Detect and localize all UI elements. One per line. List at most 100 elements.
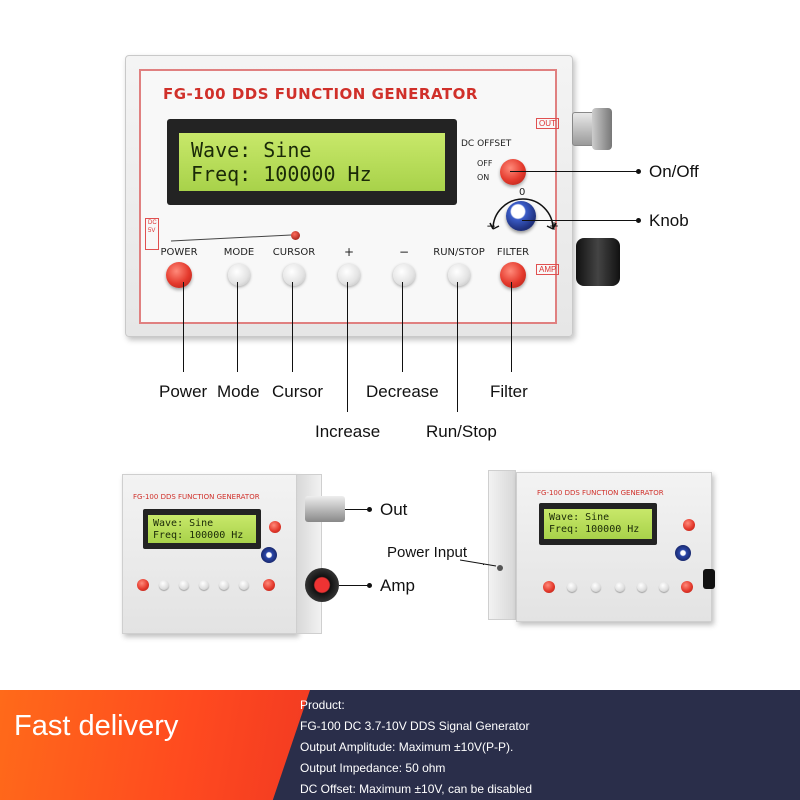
filter-callout-line xyxy=(511,282,512,372)
callout-out: Out xyxy=(380,500,408,519)
increase-callout-line xyxy=(347,282,348,412)
mini-left-lcd: Wave: Sine Freq: 100000 Hz xyxy=(143,509,261,549)
mini-left-btn xyxy=(219,580,229,590)
mini-left-lcd-line2: Freq: 100000 Hz xyxy=(153,530,244,541)
mode-button[interactable] xyxy=(228,264,250,286)
power-led xyxy=(291,231,300,240)
mini-right-lcd-line2: Freq: 100000 Hz xyxy=(549,524,640,535)
button-label-filter: FILTER xyxy=(496,247,530,258)
dc-input-tag: DC 5V xyxy=(145,218,159,250)
dc-offset-label: DC OFFSET xyxy=(461,139,512,149)
mini-left-btn xyxy=(159,580,169,590)
bottom-banner: Fast delivery Product: FG-100 DC 3.7-10V… xyxy=(0,690,800,800)
mini-amp-connector xyxy=(305,568,339,602)
function-generator-main: FG-100 DDS FUNCTION GENERATOR Wave: Sine… xyxy=(125,55,573,337)
mini-right-btn xyxy=(637,582,647,592)
callout-cursor: Cursor xyxy=(272,382,324,401)
mini-right-power xyxy=(543,581,555,593)
power-input-jack xyxy=(497,565,503,571)
spec-line: DC Offset: Maximum ±10V, can be disabled xyxy=(300,782,533,796)
out-tag: OUT xyxy=(536,118,559,129)
button-label-minus: − xyxy=(398,245,410,259)
callout-mode: Mode xyxy=(217,382,260,401)
mini-left-btn xyxy=(199,580,209,590)
on-off-callout-dot xyxy=(636,169,641,174)
mini-right-btn xyxy=(591,582,601,592)
mini-left-knob xyxy=(261,547,277,563)
amp-callout-dot xyxy=(367,583,372,588)
out-callout-line xyxy=(345,509,369,510)
amp-callout-line xyxy=(339,585,369,586)
mini-left-lcd-line1: Wave: Sine xyxy=(153,518,214,529)
mini-left-filter xyxy=(263,579,275,591)
knob-arc-icon xyxy=(489,198,557,230)
increase-button[interactable] xyxy=(338,264,360,286)
banner-headline: Fast delivery xyxy=(14,710,179,742)
decrease-button[interactable] xyxy=(393,264,415,286)
amp-tag: AMP xyxy=(536,264,560,275)
on-off-callout-line xyxy=(510,171,638,172)
spec-line: Output Impedance: 50 ohm xyxy=(300,761,446,775)
device-title: FG-100 DDS FUNCTION GENERATOR xyxy=(163,85,478,103)
out-callout-dot xyxy=(367,507,372,512)
amp-knob[interactable] xyxy=(576,238,620,286)
callout-power: Power xyxy=(159,382,208,401)
cursor-button[interactable] xyxy=(283,264,305,286)
mini-left-btn xyxy=(179,580,189,590)
power-callout-line xyxy=(183,282,184,372)
bnc-out-barrel xyxy=(592,108,612,150)
button-label-run-stop: RUN/STOP xyxy=(433,247,485,258)
mini-right-lcd-line1: Wave: Sine xyxy=(549,512,610,523)
cursor-callout-line xyxy=(292,282,293,372)
knob-zero-label: 0 xyxy=(519,187,526,198)
mini-device-right: FG-100 DDS FUNCTION GENERATOR Wave: Sine… xyxy=(516,472,715,622)
mini-right-title: FG-100 DDS FUNCTION GENERATOR xyxy=(537,489,664,497)
button-label-plus: + xyxy=(343,245,355,259)
mini-left-power xyxy=(137,579,149,591)
filter-button[interactable] xyxy=(500,262,526,288)
mini-right-amp-knob xyxy=(703,569,715,589)
mini-left-title: FG-100 DDS FUNCTION GENERATOR xyxy=(133,493,260,501)
spec-line: Product: xyxy=(300,698,345,712)
mini-device-left: FG-100 DDS FUNCTION GENERATOR Wave: Sine… xyxy=(122,474,297,634)
mini-right-btn xyxy=(567,582,577,592)
button-label-cursor: CURSOR xyxy=(272,247,316,258)
on-label: ON xyxy=(477,173,490,182)
callout-increase: Increase xyxy=(315,422,381,441)
button-label-mode: MODE xyxy=(223,247,255,258)
lcd-line-freq: Freq: 100000 Hz xyxy=(191,162,372,186)
callout-filter: Filter xyxy=(490,382,528,401)
power-input-arrow xyxy=(460,559,497,567)
callout-run-stop: Run/Stop xyxy=(426,422,497,441)
banner-orange-panel xyxy=(0,690,310,800)
power-led-line xyxy=(171,234,291,242)
run-stop-callout-line xyxy=(457,282,458,412)
spec-line: FG-100 DC 3.7-10V DDS Signal Generator xyxy=(300,719,530,733)
knob-callout-dot xyxy=(636,218,641,223)
callout-amp: Amp xyxy=(380,576,415,595)
front-panel: FG-100 DDS FUNCTION GENERATOR Wave: Sine… xyxy=(139,69,559,324)
power-button[interactable] xyxy=(166,262,192,288)
lcd-line-wave: Wave: Sine xyxy=(191,138,312,162)
button-label-power: POWER xyxy=(160,247,198,258)
dc-offset-on-off-button[interactable] xyxy=(500,159,526,185)
mini-right-knob xyxy=(675,545,691,561)
mini-right-btn xyxy=(659,582,669,592)
callout-knob: Knob xyxy=(649,211,689,230)
mini-left-on-off xyxy=(269,521,281,533)
run-stop-button[interactable] xyxy=(448,264,470,286)
mini-right-btn xyxy=(615,582,625,592)
power-input-callout-line xyxy=(483,564,484,565)
lcd-display: Wave: Sine Freq: 100000 Hz xyxy=(167,119,457,205)
callout-power-input: Power Input xyxy=(387,544,468,561)
callout-on-off: On/Off xyxy=(649,162,699,181)
knob-callout-line xyxy=(522,220,638,221)
decrease-callout-line xyxy=(402,282,403,372)
offset-knob[interactable] xyxy=(506,201,536,231)
spec-line: Output Amplitude: Maximum ±10V(P-P). xyxy=(300,740,514,754)
mode-callout-line xyxy=(237,282,238,372)
lcd-screen: Wave: Sine Freq: 100000 Hz xyxy=(179,133,445,191)
mini-left-btn xyxy=(239,580,249,590)
mini-right-side xyxy=(488,470,516,620)
callout-decrease: Decrease xyxy=(366,382,439,401)
